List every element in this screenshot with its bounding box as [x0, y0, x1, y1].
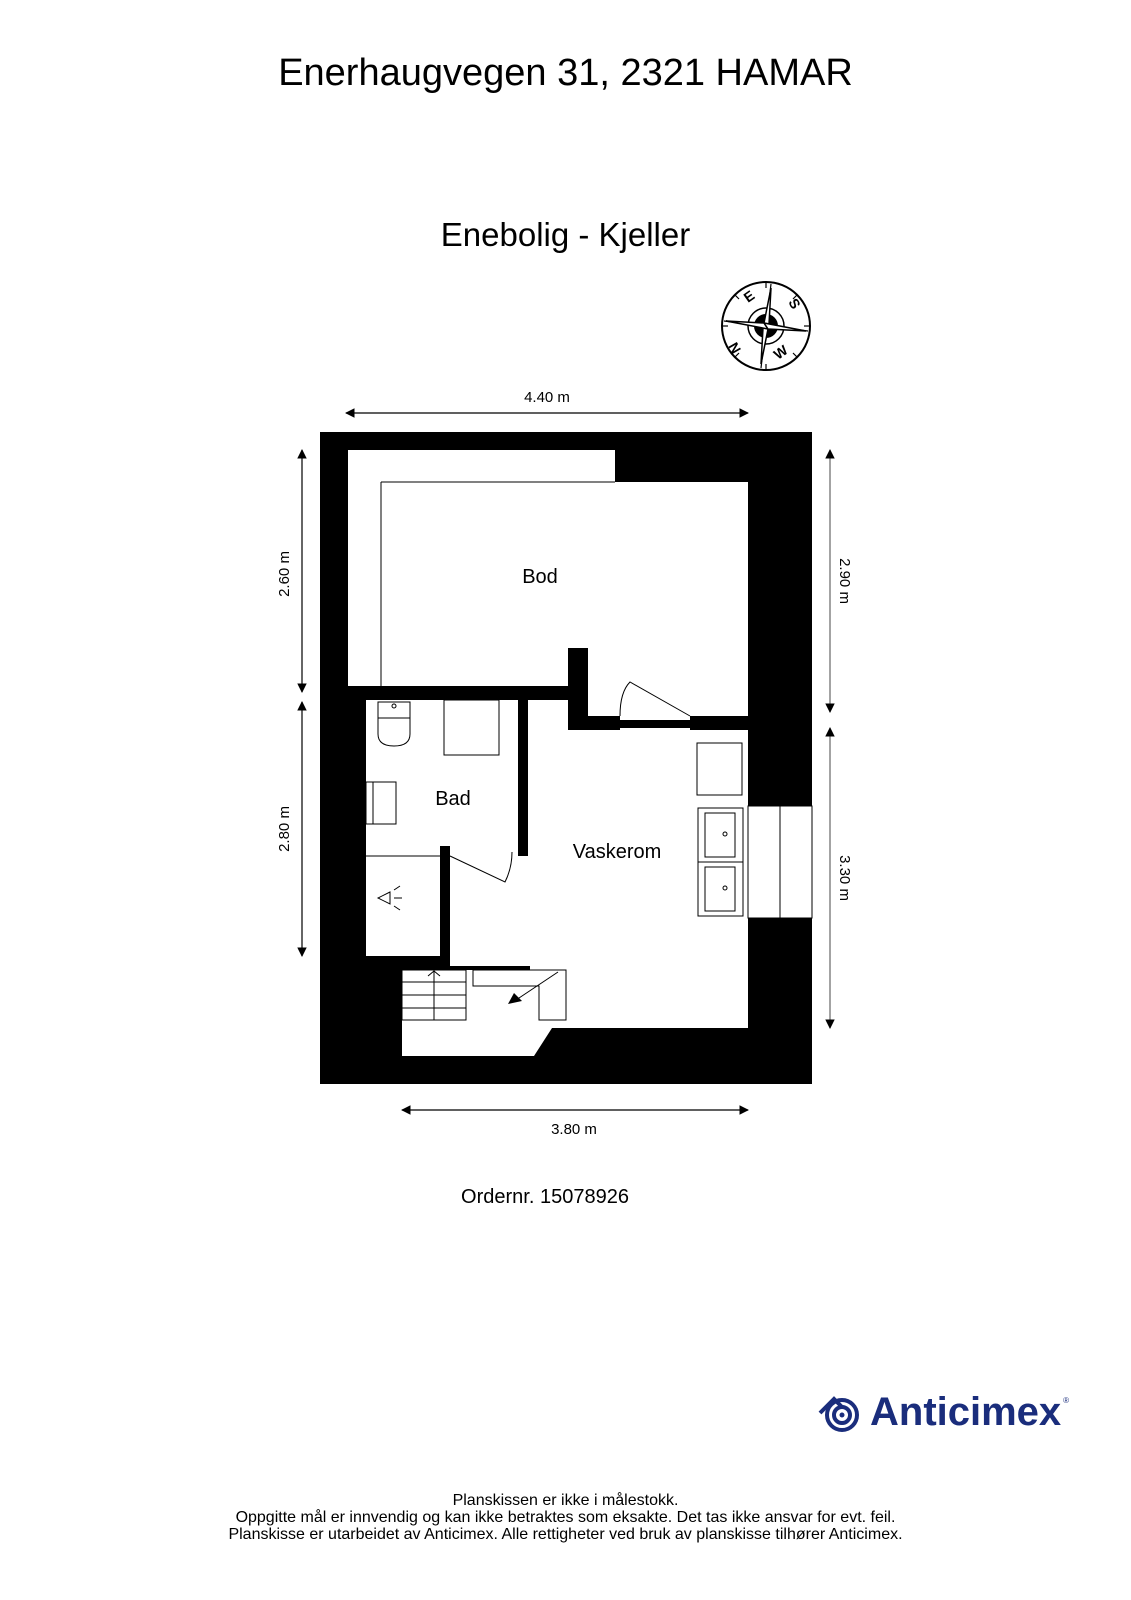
dimension-bottom: 3.80 m: [551, 1121, 597, 1138]
floor-title: Enebolig - Kjeller: [440, 216, 691, 253]
room-label-vaskerom: Vaskerom: [573, 841, 662, 863]
disclaimer-line-1: Planskissen er ikke i målestokk.: [452, 1492, 679, 1509]
anticimex-logo: Anticimex ®: [818, 1390, 1069, 1435]
room-label-bad: Bad: [435, 788, 471, 810]
dimension-top: 4.40 m: [524, 389, 570, 406]
dimension-right-lower: 3.30 m: [836, 855, 853, 901]
dimension-right-upper: 2.90 m: [836, 558, 853, 604]
disclaimer-line-3: Planskisse er utarbeidet av Anticimex. A…: [228, 1526, 903, 1543]
anticimex-logo-icon: [818, 1395, 859, 1432]
disclaimer-line-2: Oppgitte mål er innvendig og kan ikke be…: [235, 1509, 896, 1526]
brand-name: Anticimex: [870, 1390, 1062, 1434]
room-vaskerom: [450, 700, 748, 1028]
registered-mark: ®: [1063, 1396, 1070, 1405]
room-shower: [366, 856, 440, 956]
order-number: Ordernr. 15078926: [461, 1186, 629, 1208]
dimension-left-lower: 2.80 m: [276, 806, 293, 852]
compass-icon: E S W N: [721, 281, 811, 371]
room-label-bod: Bod: [522, 566, 558, 588]
staircase-area: [402, 970, 566, 1056]
address-title: Enerhaugvegen 31, 2321 HAMAR: [278, 52, 853, 94]
floor-plan: Bod Bad Vaskerom 4.40 m 3.80 m 2.60 m 2.…: [276, 389, 853, 1138]
disclaimer: Planskissen er ikke i målestokk. Oppgitt…: [0, 1492, 1131, 1543]
room-bod: [348, 450, 748, 720]
dimension-left-upper: 2.60 m: [276, 551, 293, 597]
